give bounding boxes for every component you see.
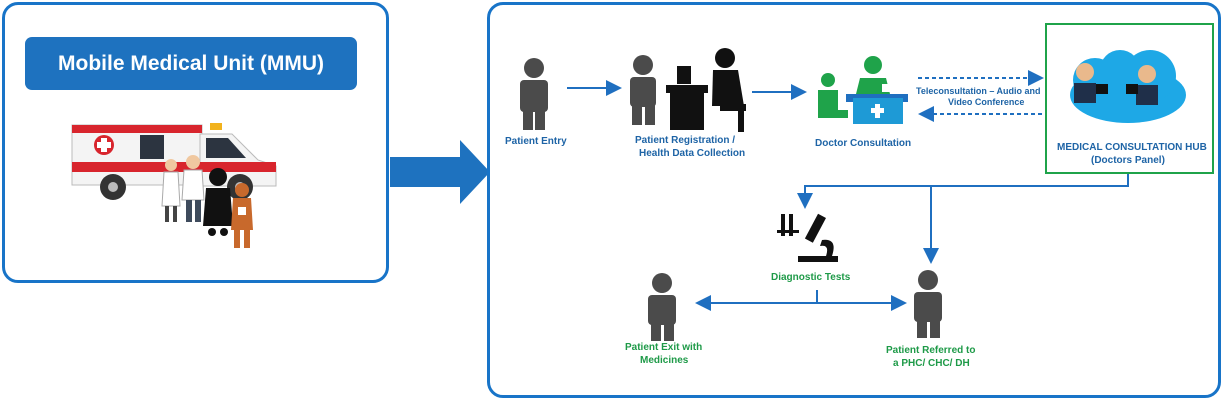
label-exit-line2: Medicines <box>640 355 689 366</box>
label-registration-line1: Patient Registration / <box>635 135 736 146</box>
label-patient-entry: Patient Entry <box>505 136 567 147</box>
label-referred-line1: Patient Referred to <box>886 345 976 356</box>
female-doctor-icon <box>161 159 181 222</box>
label-registration-line2: Health Data Collection <box>639 148 746 159</box>
label-teleconsult-line1: Teleconsultation – Audio and <box>916 86 1041 96</box>
label-exit-line1: Patient Exit with <box>625 342 703 353</box>
paramedic-icon <box>231 183 253 248</box>
label-hub-line2: (Doctors Panel) <box>1091 155 1165 166</box>
patient-registration-icon <box>630 48 746 132</box>
label-hub-line1: MEDICAL CONSULTATION HUB <box>1057 142 1207 153</box>
arrow-hub-to-diagnostics <box>797 174 1129 209</box>
nurse-silhouette-icon <box>203 168 233 236</box>
label-doctor-consultation: Doctor Consultation <box>815 138 912 149</box>
label-referred-line2: a PHC/ CHC/ DH <box>893 358 970 369</box>
consultation-hub-cloud-icon <box>1070 50 1186 123</box>
male-doctor-icon <box>181 155 205 222</box>
patient-entry-person-icon <box>520 58 548 130</box>
microscope-icon <box>777 213 838 262</box>
patient-exit-person-icon <box>648 273 676 341</box>
doctor-consultation-icon <box>818 56 908 124</box>
label-teleconsult-line2: Video Conference <box>948 97 1025 107</box>
label-diagnostic-tests: Diagnostic Tests <box>771 272 851 283</box>
patient-referred-person-icon <box>914 270 942 338</box>
mmu-title: Mobile Medical Unit (MMU) <box>25 37 357 90</box>
